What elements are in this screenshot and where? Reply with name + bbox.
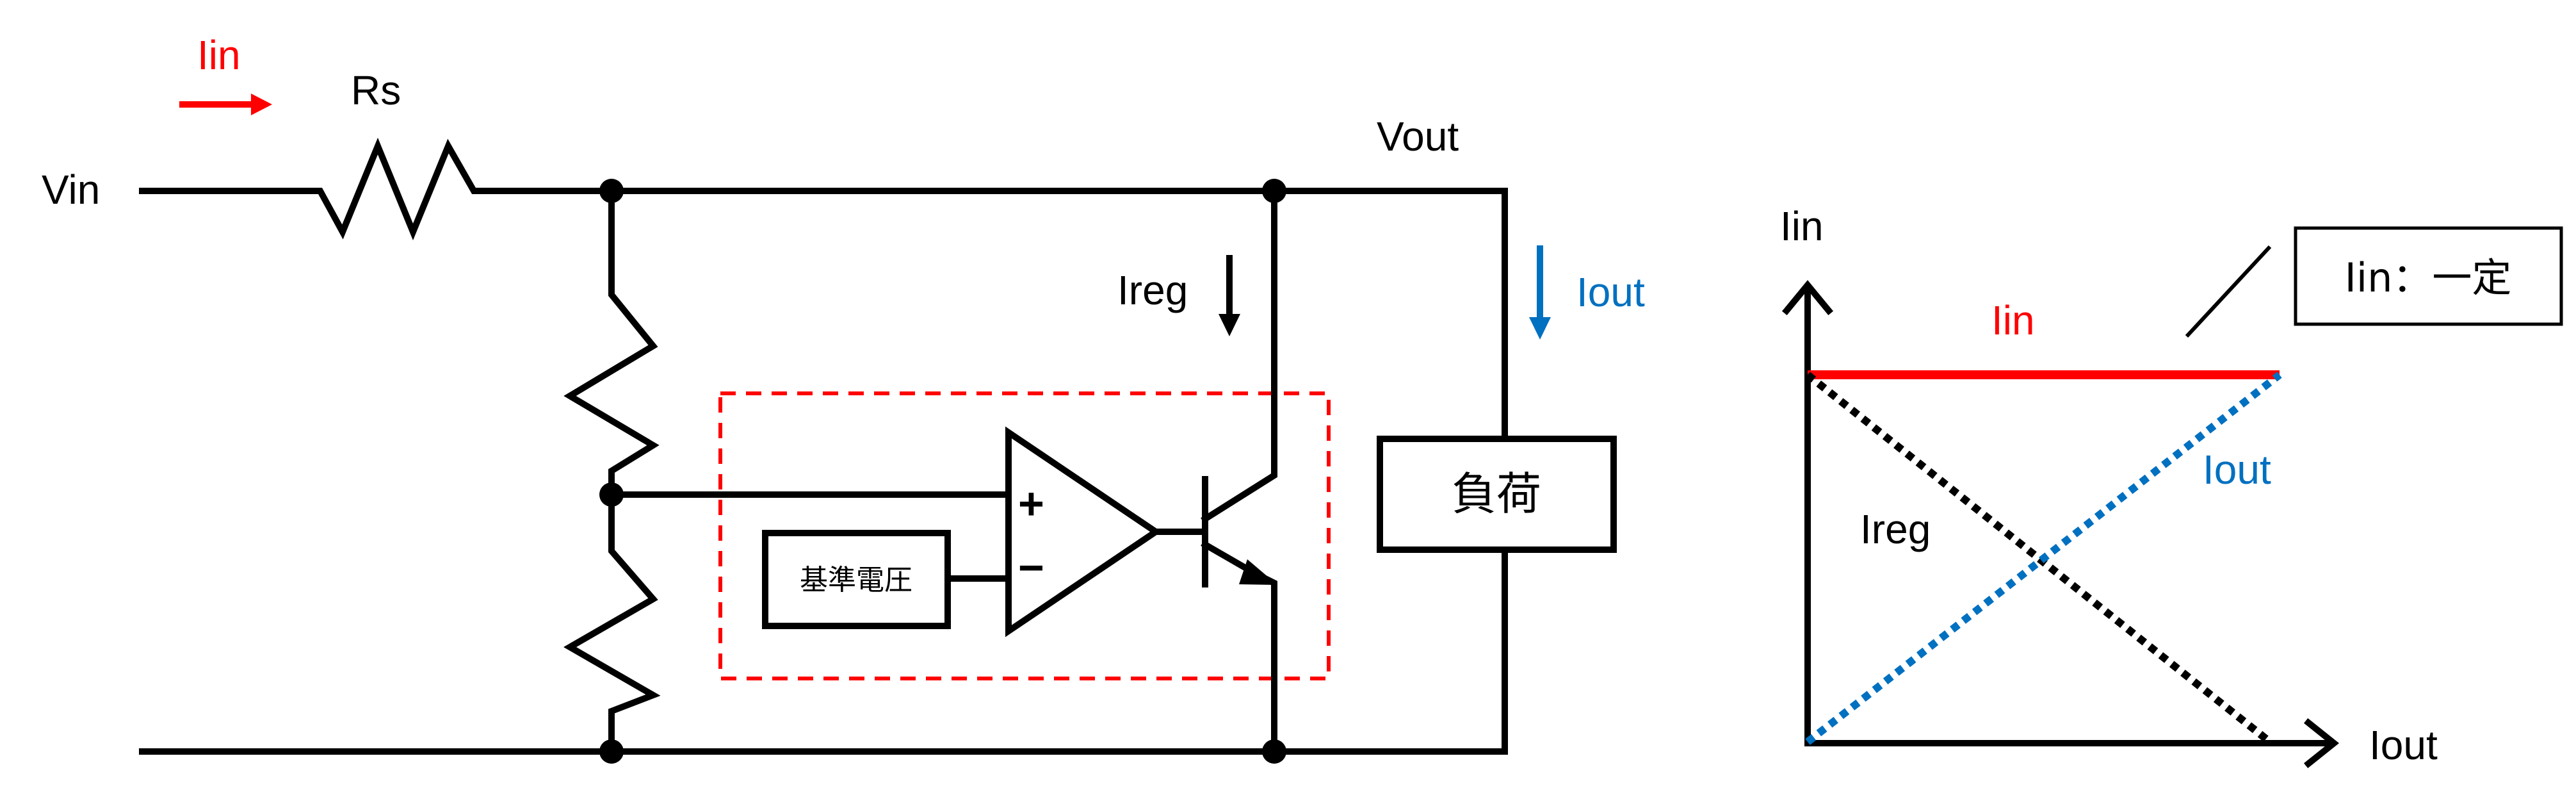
callout-box (2294, 226, 2563, 326)
callout-leader-line (2185, 245, 2272, 338)
reference-voltage-box (762, 530, 951, 629)
op-amp-minus-sign: − (1018, 543, 1044, 593)
junction-dot (1262, 739, 1286, 764)
load-label: 負荷 (1452, 468, 1541, 520)
vout-label: Vout (1377, 113, 1459, 160)
junction-dot (599, 179, 624, 203)
op-amp-plus-sign: + (1018, 479, 1044, 529)
junction-dot (599, 739, 624, 764)
y-axis-arrowhead (1781, 280, 1834, 316)
rs-label: Rs (351, 67, 401, 113)
junction-dot (599, 482, 624, 507)
iin-arrow (179, 94, 272, 115)
iout-line-label: Iout (2203, 447, 2271, 493)
rs-resistor (139, 137, 1508, 442)
load-box (1377, 436, 1617, 553)
graph-y-axis-label: Iin (1780, 203, 1824, 249)
callout-text: Iin：一定 (2345, 254, 2512, 301)
divider-upper-resistor (563, 188, 660, 498)
iout-line (1805, 372, 2282, 745)
iout-arrow (1529, 245, 1551, 340)
graph-x-axis-label: Iout (2369, 722, 2438, 768)
ic-boundary (718, 391, 1331, 680)
circuit: Iin Vin Rs Vout 基準電圧 + − (42, 32, 1645, 764)
reference-voltage-label: 基準電圧 (800, 564, 912, 596)
iout-circuit-label: Iout (1576, 269, 1645, 315)
iin-current-label: Iin (197, 32, 241, 78)
junction-dot (1262, 179, 1286, 203)
divider-lower-resistor (563, 491, 661, 755)
x-axis-arrowhead (2303, 718, 2340, 769)
iin-line-label: Iin (1991, 297, 2035, 343)
ireg-circuit-label: Ireg (1117, 267, 1188, 313)
vin-label: Vin (42, 167, 100, 213)
npn-transistor (1201, 188, 1277, 755)
ireg-arrow (1219, 255, 1240, 336)
ireg-line-label: Ireg (1860, 506, 1931, 552)
current-graph: Iin Iout Iin Ireg Iout Iin：一定 (1780, 203, 2563, 769)
op-amp (1005, 426, 1162, 637)
